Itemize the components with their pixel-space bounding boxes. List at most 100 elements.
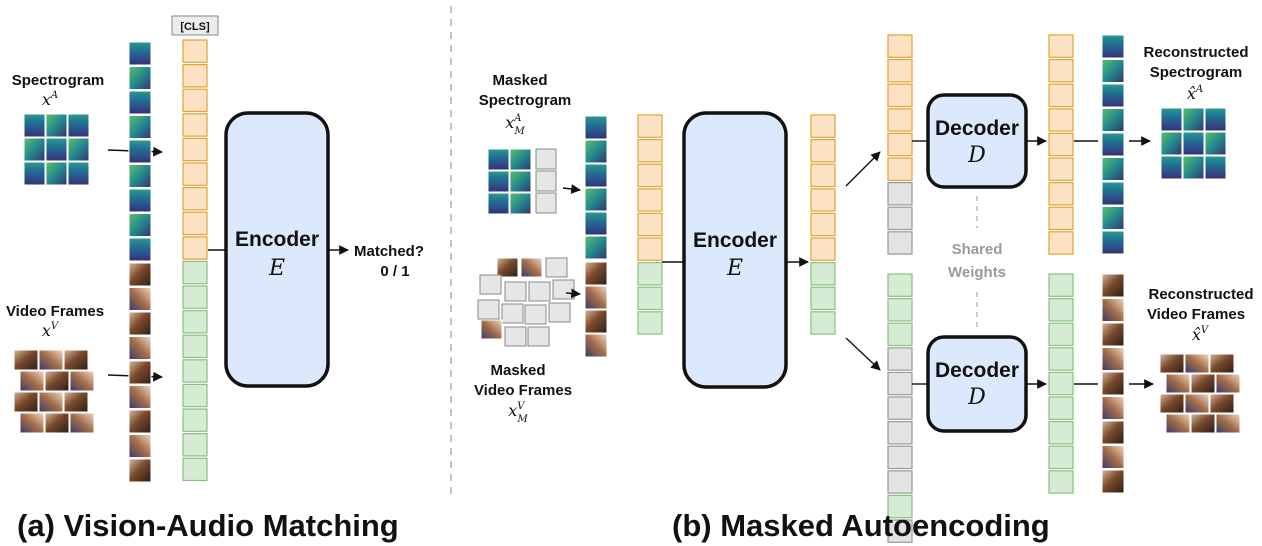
token [887,347,913,371]
strip-patch [584,139,608,164]
masked-patch [527,326,550,347]
video-patch [496,257,519,278]
spectrogram-patch [1160,131,1183,156]
spectrogram-patch [487,170,510,193]
panel-a-title: (a) Vision-Audio Matching [17,508,399,543]
spectrogram-patch [67,161,90,186]
video-patch [38,349,64,371]
token [810,188,836,212]
token [637,114,663,138]
encoder-label-a: Encoder [235,228,319,251]
video-patch [13,349,39,371]
spectrogram-patch [23,137,46,162]
spectrogram-patch [1182,155,1205,180]
spectrogram-patch [1160,107,1183,132]
masked-patch [477,299,500,320]
strip-patch [584,285,608,310]
video-patch [19,370,45,392]
decoder-block-audio [926,93,1028,189]
token [887,231,913,255]
video-patch [44,412,70,434]
spectrogram-patch [1204,107,1227,132]
video-patch [69,412,95,434]
strip-patch [128,336,152,360]
masked-patch [545,257,568,278]
token [1048,83,1074,108]
token [887,108,913,132]
encoder-symbol-b: E [726,256,743,281]
token [887,421,913,445]
token [182,285,208,309]
token [182,383,208,408]
video-patch [480,319,503,340]
label-rec-video-1: Reconstructed [1148,286,1253,303]
strip-patch [128,311,152,336]
token-column-dec-video-out [1048,273,1074,494]
label-xhat-a: x̂A [1187,84,1203,103]
token [637,262,663,286]
token [182,236,208,260]
masked-patch [548,302,571,323]
strip-patch [1101,157,1125,181]
masked-patch [479,274,502,295]
token [182,260,208,285]
token [887,445,913,470]
strip-patch [584,115,608,140]
spectrogram-patch [1182,107,1205,132]
strip-patch [128,41,152,66]
strip-patch [128,188,152,213]
label-xhat-v: x̂V [1192,325,1210,344]
masked-patch [528,281,551,302]
video-patch [1165,413,1191,434]
label-xa: xA [42,90,58,109]
patch-strip-rec-video [1101,273,1125,494]
token-column-latent [810,114,836,335]
spectrogram-patch [23,113,46,138]
strip-patch [1101,230,1125,255]
label-masked-spectrogram-2: Spectrogram [479,92,572,109]
video-patch [69,370,95,392]
token [182,113,208,137]
strip-patch [1101,420,1125,445]
label-xv: xV [42,321,60,340]
decoder-label-audio: Decoder [935,117,1019,140]
label-masked-video-1: Masked [490,362,545,379]
spectrogram-patch [1204,155,1227,180]
token [182,162,208,186]
spectrogram-patch [509,148,532,171]
spectrogram-patch [45,161,68,186]
video-patch [1184,393,1210,414]
strip-patch [584,235,608,260]
token [1048,157,1074,181]
token [182,39,208,63]
arrow-mvideo-to-strip [565,288,581,299]
spectrogram-patch [67,113,90,138]
token [182,187,208,211]
patch-strip-a [128,41,152,483]
arrow-latent-to-audio-decoder-tokens [845,151,881,187]
strip-patch [1101,396,1125,420]
masked-spectrogram-grid [487,148,557,215]
token [887,322,913,347]
token [637,286,663,311]
token [810,237,836,261]
cls-label: [CLS] [180,21,210,33]
strip-patch [584,333,608,358]
arrow-latent-to-video-decoder-tokens [845,337,881,371]
strip-patch [128,213,152,237]
token [1048,34,1074,58]
video-patch [63,349,89,371]
label-masked-spectrogram-1: Masked [492,72,547,89]
token [887,206,913,231]
video-patch [19,412,45,434]
token [887,371,913,396]
rec-spectrogram-grid [1160,107,1227,180]
token [810,262,836,286]
video-patch [1215,413,1241,434]
token [887,34,913,58]
token [1048,470,1074,494]
cls-box [171,15,219,36]
token [182,310,208,334]
